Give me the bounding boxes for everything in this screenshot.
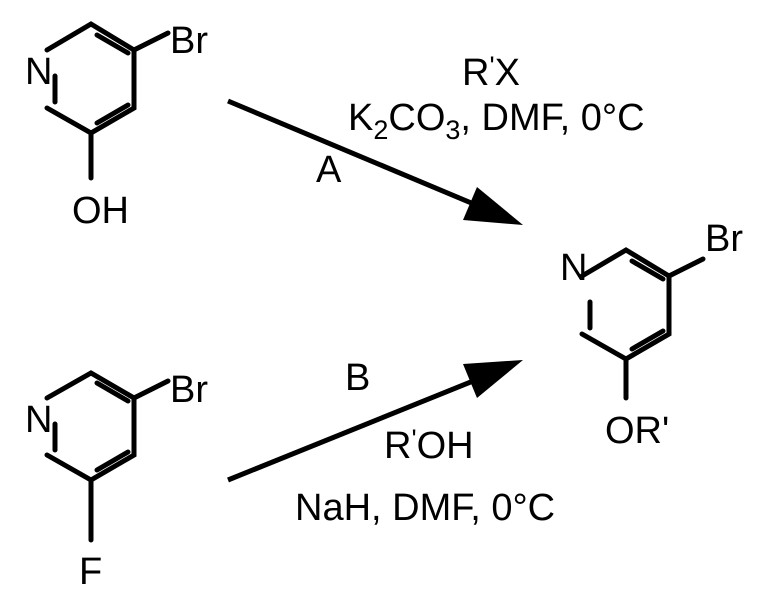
product-bromine-label: Br [705,218,743,260]
route-b-reagent-r: R [384,425,411,467]
reactant-b-bromine-label: Br [170,369,208,411]
route-a-label: A [316,149,342,191]
route-a-cond-rest: , DMF, 0°C [460,97,644,139]
reactant-b-fluorine-label: F [79,551,102,593]
arrow-b [228,360,523,480]
route-a-reagent: R'X [462,51,520,94]
reactant-a-structure: N Br OH [25,20,208,232]
route-a-cond-co: CO [388,97,445,139]
reactant-a-hydroxyl-label: OH [72,190,129,232]
arrow-b-head [463,360,523,398]
reactant-a-nitrogen-label: N [25,51,52,93]
route-a-cond-co-subscript: 3 [445,115,460,145]
product-nitrogen-label: N [560,247,587,289]
route-a-reagent-r: R [462,52,489,94]
reactant-b-structure: N Br F [25,369,208,593]
route-a-cond-k-subscript: 2 [373,115,388,145]
reactant-b-nitrogen-label: N [25,399,52,441]
product-alkoxy-label: OR' [605,410,669,452]
reactant-b-bonds [47,373,168,540]
product-bonds [582,250,703,398]
route-a-conditions: K2CO3, DMF, 0°C [348,97,645,145]
route-b-reagent-oh: OH [417,425,474,467]
product-structure: N Br OR' [560,218,743,452]
reactant-a-bonds [47,24,168,178]
route-b-conditions: NaH, DMF, 0°C [295,487,555,529]
reactant-a-bromine-label: Br [170,20,208,62]
route-b-label: B [345,357,370,399]
arrow-a-head [463,187,523,225]
route-b-reagent: R'OH [384,424,474,467]
route-a-cond-k: K [348,97,373,139]
route-a-reagent-x: X [495,52,520,94]
